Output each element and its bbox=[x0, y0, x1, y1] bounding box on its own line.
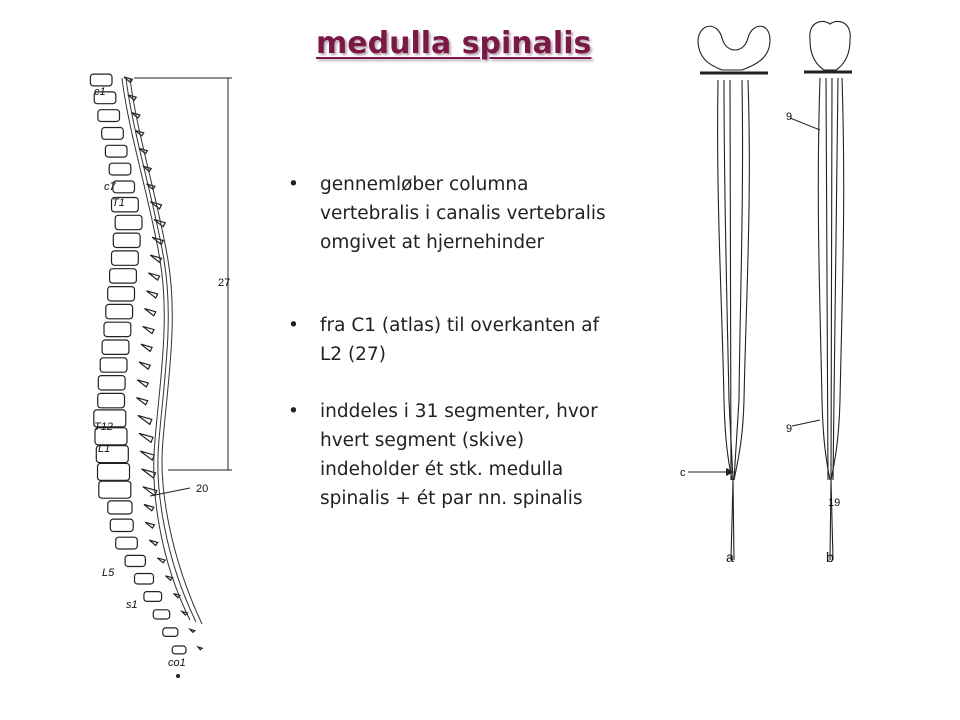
vertebra bbox=[96, 462, 131, 481]
vertebra bbox=[104, 144, 128, 158]
vertebra bbox=[107, 500, 133, 515]
spinous-process bbox=[144, 521, 156, 529]
label-20: 20 bbox=[196, 483, 208, 495]
vertebra bbox=[95, 445, 129, 464]
vertebra bbox=[112, 232, 141, 249]
label-t12: T12 bbox=[94, 421, 113, 433]
spinous-process bbox=[151, 236, 165, 246]
spinous-process bbox=[142, 486, 158, 497]
spinous-process bbox=[196, 645, 204, 651]
label-l1: L1 bbox=[98, 443, 110, 455]
label-s1: s1 bbox=[126, 599, 138, 611]
bullet-item: gennemløber columna vertebralis i canali… bbox=[286, 170, 626, 257]
vertebra bbox=[152, 609, 171, 620]
vertebra bbox=[110, 196, 139, 213]
vertebra bbox=[97, 375, 126, 391]
vertebra bbox=[89, 73, 113, 87]
vertebra bbox=[101, 126, 124, 140]
spinous-process bbox=[127, 94, 138, 102]
label-b: b bbox=[826, 549, 834, 565]
spinous-process bbox=[143, 503, 155, 512]
spinous-process bbox=[141, 468, 157, 479]
spinous-process bbox=[139, 450, 156, 462]
vertebra bbox=[115, 536, 138, 550]
vertebra bbox=[93, 409, 127, 428]
spinous-process bbox=[148, 539, 159, 547]
vertebra bbox=[133, 572, 155, 585]
vertebra bbox=[105, 303, 134, 320]
vertebra bbox=[99, 357, 128, 373]
label-a: a bbox=[726, 549, 734, 565]
vertebra bbox=[107, 286, 136, 302]
spinous-process bbox=[137, 414, 153, 426]
vertebra bbox=[109, 518, 134, 533]
vertebra bbox=[171, 645, 187, 655]
spinous-process bbox=[148, 272, 161, 282]
spinous-process bbox=[138, 432, 154, 444]
spinous-process bbox=[146, 290, 159, 299]
vertebra bbox=[112, 180, 136, 194]
vertebra bbox=[103, 321, 132, 338]
label-t1: T1 bbox=[112, 197, 125, 209]
spinous-process bbox=[153, 218, 167, 228]
spinous-process bbox=[142, 165, 153, 173]
vertebra bbox=[97, 109, 121, 123]
spinous-process bbox=[187, 628, 197, 634]
spinous-process bbox=[123, 76, 134, 84]
label-27: 27 bbox=[218, 277, 230, 289]
label-c1: c1 bbox=[94, 86, 106, 98]
spinous-process bbox=[144, 308, 157, 317]
spinous-process bbox=[146, 183, 156, 191]
vertebra bbox=[98, 480, 132, 499]
spinous-process bbox=[157, 557, 167, 564]
vertebra bbox=[97, 392, 126, 409]
vertebra bbox=[94, 427, 128, 446]
label-9-bottom: 9 bbox=[786, 423, 792, 435]
vertebra bbox=[124, 554, 146, 568]
vertebra bbox=[110, 250, 139, 266]
bullet-item: fra C1 (atlas) til overkanten af L2 (27) bbox=[286, 311, 626, 369]
label-co1: co1 bbox=[168, 657, 186, 669]
label-l5: L5 bbox=[102, 567, 115, 579]
vertebra bbox=[162, 627, 179, 638]
spinous-process bbox=[165, 575, 174, 582]
spinous-process bbox=[138, 361, 152, 371]
spinous-process bbox=[142, 325, 155, 335]
vertebra bbox=[108, 268, 137, 284]
slide-title: medulla spinalis bbox=[316, 26, 592, 61]
vertebra bbox=[143, 590, 163, 602]
label-c7: c7 bbox=[104, 181, 117, 193]
spinous-process bbox=[179, 610, 189, 616]
spinal-cord-diagram-a bbox=[697, 25, 771, 561]
vertebra bbox=[108, 162, 132, 176]
vertebra bbox=[101, 339, 130, 355]
vertebra bbox=[114, 214, 143, 231]
spinous-process bbox=[136, 379, 150, 388]
vertebra bbox=[93, 91, 117, 105]
bullet-list: gennemløber columna vertebralis i canali… bbox=[286, 170, 626, 513]
label-c: c bbox=[680, 467, 686, 479]
spinous-process bbox=[136, 397, 149, 406]
spinous-process bbox=[140, 343, 153, 353]
label-19: 19 bbox=[828, 497, 840, 509]
bullet-item: inddeles i 31 segmenter, hvor hvert segm… bbox=[286, 397, 626, 513]
spinal-cord-diagram-b bbox=[804, 20, 852, 561]
label-9-top: 9 bbox=[786, 111, 792, 123]
